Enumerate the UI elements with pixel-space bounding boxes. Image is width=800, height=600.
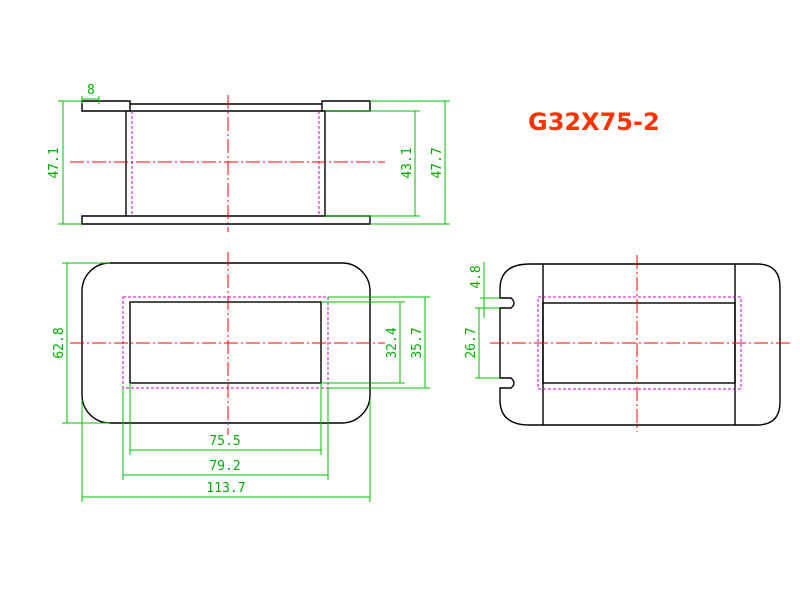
end-view: 4.8 26.7 <box>464 255 790 432</box>
dim-overall-height-right: 47.7 <box>430 147 445 178</box>
part-title: G32X75-2 <box>528 108 660 136</box>
dim-inner-height: 43.1 <box>400 147 415 178</box>
right-top-flange <box>321 100 371 112</box>
dim-front-middle-width: 79.2 <box>209 459 240 474</box>
left-top-flange <box>81 100 131 112</box>
side-view: 8 47.1 43.1 47.7 <box>47 83 450 232</box>
bottom-flange <box>81 215 371 225</box>
dim-front-inner-height: 32.4 <box>385 327 400 358</box>
end-outer-outline <box>499 263 781 426</box>
dim-slot-spacing: 26.7 <box>464 327 479 358</box>
end-hidden-window <box>537 296 742 390</box>
dim-front-height: 62.8 <box>52 327 67 358</box>
dim-overall-height-left: 47.1 <box>47 147 62 178</box>
dim-flange-thickness: 8 <box>87 83 95 98</box>
dim-front-overall-width: 113.7 <box>206 481 245 496</box>
dim-front-outer-height: 35.7 <box>410 327 425 358</box>
front-view: 62.8 32.4 35.7 75.5 79.2 113.7 <box>52 252 430 502</box>
dim-front-inner-width: 75.5 <box>209 434 240 449</box>
dim-slot-width: 4.8 <box>469 265 484 288</box>
